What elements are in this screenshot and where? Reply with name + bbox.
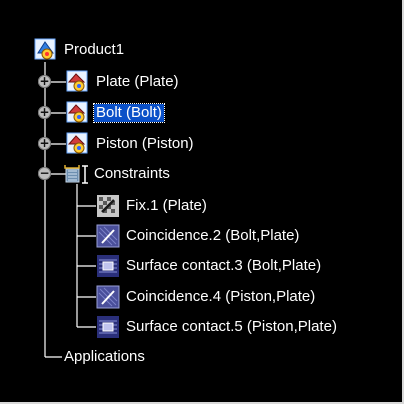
tree-label: Coincidence.2 (Bolt,Plate)	[126, 227, 300, 244]
surface-contact-icon	[96, 254, 120, 278]
tree-node-plate[interactable]: Plate (Plate)	[66, 70, 181, 94]
tree-label: Surface contact.5 (Piston,Plate)	[126, 318, 337, 335]
tree-node-product1[interactable]: Product1	[34, 38, 126, 62]
tree-label: Surface contact.3 (Bolt,Plate)	[126, 257, 322, 274]
tree-node-piston[interactable]: Piston (Piston)	[66, 132, 196, 156]
collapse-constraints-toggle[interactable]: −	[38, 166, 51, 180]
tree-label-selected: Bolt (Bolt)	[93, 103, 165, 123]
surface-contact-icon	[96, 315, 120, 339]
tree-node-fix-1[interactable]: Fix.1 (Plate)	[96, 194, 209, 218]
constraints-icon	[64, 162, 88, 186]
tree-node-surface-contact-5[interactable]: Surface contact.5 (Piston,Plate)	[96, 315, 339, 339]
fix-constraint-icon	[96, 194, 120, 218]
tree-node-coincidence-2[interactable]: Coincidence.2 (Bolt,Plate)	[96, 224, 301, 248]
tree-label: Product1	[64, 41, 125, 58]
tree-label: Applications	[64, 348, 145, 365]
coincidence-constraint-icon	[96, 285, 120, 309]
tree-node-coincidence-4[interactable]: Coincidence.4 (Piston,Plate)	[96, 285, 317, 309]
tree-label: Fix.1 (Plate)	[126, 197, 207, 214]
tree-node-surface-contact-3[interactable]: Surface contact.3 (Bolt,Plate)	[96, 254, 323, 278]
part-icon	[66, 101, 90, 125]
tree-label: Plate (Plate)	[96, 73, 179, 90]
tree-label: Constraints	[94, 165, 170, 182]
tree-node-applications[interactable]: Applications	[62, 345, 147, 369]
coincidence-constraint-icon	[96, 224, 120, 248]
expand-bolt-toggle[interactable]: +	[38, 105, 51, 119]
part-icon	[66, 70, 90, 94]
expand-plate-toggle[interactable]: +	[38, 74, 51, 88]
part-icon	[66, 132, 90, 156]
product-icon	[34, 38, 58, 62]
tree-node-bolt[interactable]: Bolt (Bolt)	[66, 101, 165, 125]
tree-node-constraints[interactable]: Constraints	[64, 162, 172, 186]
tree-label: Piston (Piston)	[96, 135, 194, 152]
tree-label: Coincidence.4 (Piston,Plate)	[126, 288, 316, 305]
expand-piston-toggle[interactable]: +	[38, 136, 51, 150]
